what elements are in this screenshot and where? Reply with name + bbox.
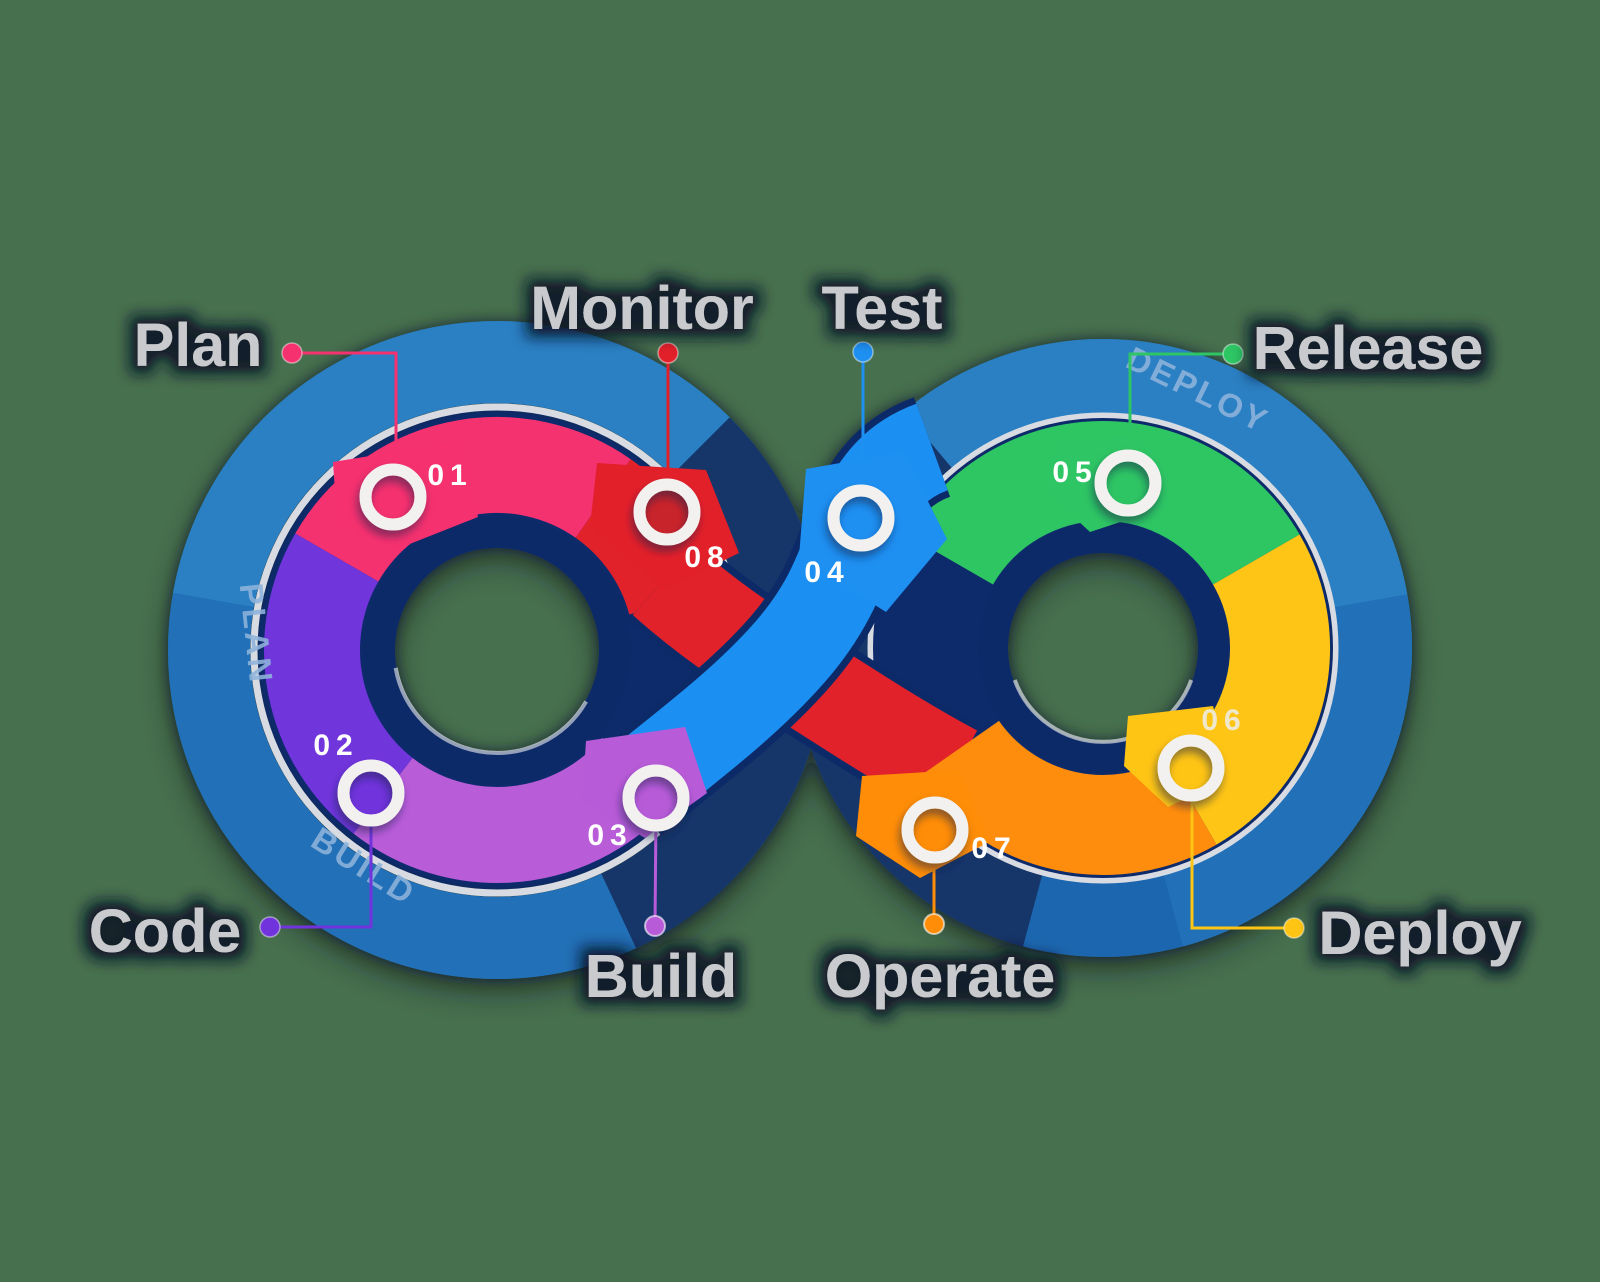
stage-05-number: 05	[1052, 456, 1097, 489]
left-outer-band-light-patch	[173, 321, 749, 608]
stage-02-fill	[348, 770, 394, 816]
deploy-dot	[1283, 917, 1305, 939]
stage-05-marker: 05	[1052, 449, 1162, 517]
right-outer-band-mid-patch	[1162, 594, 1412, 947]
stage-02-marker: 02	[313, 729, 405, 827]
stage-03-fill	[633, 775, 679, 821]
release-connector	[1128, 352, 1233, 468]
stage-07-fill	[912, 807, 958, 853]
stage-06-fill	[1168, 745, 1214, 791]
build-dot	[644, 915, 666, 937]
operate-dot	[923, 913, 945, 935]
stage-07-number: 07	[971, 832, 1016, 865]
stage-markers: 01 02 03 04 05 06 07	[313, 449, 1246, 865]
stage-01-marker: 01	[359, 459, 472, 531]
stage-06-number: 06	[1201, 704, 1246, 737]
code-dot	[259, 916, 281, 938]
stage-04-fill	[838, 495, 884, 541]
stage-04-number: 04	[804, 556, 849, 589]
monitor-label: Monitor	[530, 274, 754, 342]
right-outer-band-light-patch	[904, 339, 1408, 609]
build-label: Build	[585, 942, 737, 1010]
left-hole-highlight	[393, 667, 588, 755]
stage-01-ring	[359, 463, 427, 531]
release-label: Release	[1253, 314, 1484, 382]
deploy-label: Deploy	[1318, 899, 1521, 967]
code-label: Code	[89, 897, 242, 965]
left-inner-rim	[363, 516, 631, 784]
stage-05-ring	[1094, 449, 1162, 517]
stage-03-marker: 03	[587, 764, 690, 852]
infinity-loop: PLAN BUILD DEPLOY	[168, 321, 1412, 979]
left-outer-band-mid-patch	[168, 592, 662, 979]
callout-labels: Plan Monitor Test Release Code Build Ope…	[89, 274, 1522, 1010]
stage-03-number: 03	[587, 819, 632, 852]
stage-08-fill	[644, 489, 690, 535]
callout-connectors	[259, 341, 1305, 939]
stage-05-fill	[1105, 460, 1151, 506]
stage-02-ring	[337, 759, 405, 827]
plan-label: Plan	[134, 311, 263, 379]
code-connector	[270, 808, 373, 929]
stage-03-ring	[622, 764, 690, 832]
test-label: Test	[822, 274, 943, 342]
stage-07-marker: 07	[901, 796, 1016, 865]
right-inner-rim	[978, 523, 1228, 773]
plan-connector	[292, 351, 398, 462]
stage-07-ring	[901, 796, 969, 864]
release-dot	[1222, 343, 1244, 365]
plan-dot	[281, 342, 303, 364]
operate-label: Operate	[825, 942, 1056, 1010]
segment-operate-arc	[917, 719, 1217, 875]
right-hole-highlight	[1012, 679, 1194, 744]
stage-04-marker: 04	[804, 484, 895, 589]
stage-01-fill	[370, 474, 416, 520]
stage-01-number: 01	[427, 459, 472, 492]
right-silver-ring	[867, 412, 1339, 884]
stage-06-marker: 06	[1157, 704, 1246, 802]
stage-02-number: 02	[313, 729, 358, 762]
test-dot	[852, 341, 874, 363]
stage-04-ring	[827, 484, 895, 552]
deploy-connector	[1190, 783, 1294, 930]
stage-08-ring	[633, 478, 701, 546]
stage-06-ring	[1157, 734, 1225, 802]
stage-08-marker: 08	[633, 478, 729, 574]
monitor-dot	[657, 342, 679, 364]
stage-08-number: 08	[684, 541, 729, 574]
